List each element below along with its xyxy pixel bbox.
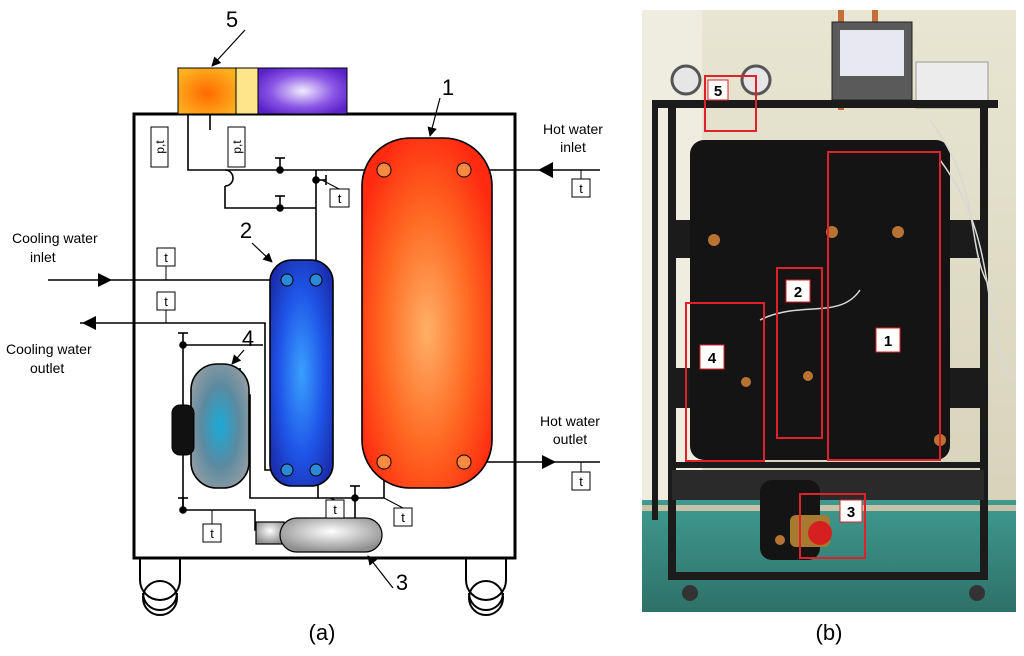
- panel-b-caption: (b): [816, 620, 843, 645]
- cool-outlet-label-2: outlet: [30, 360, 64, 376]
- controller-orange: [177, 67, 237, 115]
- cool-outlet-label-1: Cooling water: [6, 341, 92, 357]
- svg-text:t: t: [333, 502, 337, 517]
- component-1-label: 1: [442, 75, 454, 100]
- svg-text:t: t: [164, 250, 168, 265]
- svg-text:t: t: [401, 510, 405, 525]
- hot-outlet-label-1: Hot water: [540, 413, 600, 429]
- photo-markers: 5 1 2 4 3: [699, 79, 901, 523]
- controller-yellow: [235, 67, 259, 115]
- marker-2: 2: [794, 284, 802, 301]
- component-4-label: 4: [242, 326, 254, 351]
- photo-floor: [642, 500, 1016, 612]
- marker-5: 5: [714, 83, 722, 100]
- right-wheel: [465, 558, 507, 616]
- cool-inlet-label-2: inlet: [30, 249, 56, 265]
- marker-4: 4: [708, 350, 717, 367]
- marker-1: 1: [884, 333, 892, 350]
- component-5-label: 5: [226, 7, 238, 32]
- pt-sensor-2: p,t: [230, 140, 244, 154]
- marker-3: 3: [847, 504, 855, 521]
- controller-purple: [257, 67, 348, 115]
- accumulator-tank: [190, 363, 250, 489]
- cool-inlet-label-1: Cooling water: [12, 230, 98, 246]
- highlight-box-2: [776, 267, 823, 439]
- valve-markers: [178, 157, 360, 514]
- highlight-box-4: [685, 302, 765, 462]
- component-3-label: 3: [396, 570, 408, 595]
- svg-text:t: t: [579, 181, 583, 196]
- filter-capsule: [171, 404, 195, 456]
- svg-text:t: t: [338, 191, 342, 206]
- pt-sensor-1: p,t: [153, 140, 167, 154]
- panel-a-schematic: 5 p,t p,t: [6, 7, 603, 645]
- left-wheel: [139, 558, 181, 616]
- panel-a-caption: (a): [309, 620, 336, 645]
- svg-text:t: t: [579, 474, 583, 489]
- component-2-label: 2: [240, 218, 252, 243]
- hot-outlet-label-2: outlet: [553, 431, 587, 447]
- hot-water-exchanger: [361, 137, 493, 489]
- hot-inlet-label-1: Hot water: [543, 121, 603, 137]
- highlight-box-3: [799, 493, 866, 559]
- pump-body: [279, 517, 383, 553]
- highlight-box-1: [827, 151, 941, 461]
- hot-inlet-label-2: inlet: [560, 139, 586, 155]
- svg-text:t: t: [210, 526, 214, 541]
- svg-text:t: t: [164, 294, 168, 309]
- highlight-box-5: [704, 75, 757, 132]
- panel-b-photo: 5 1 2 4 3 (b): [642, 10, 1016, 645]
- cold-water-exchanger: [269, 259, 334, 487]
